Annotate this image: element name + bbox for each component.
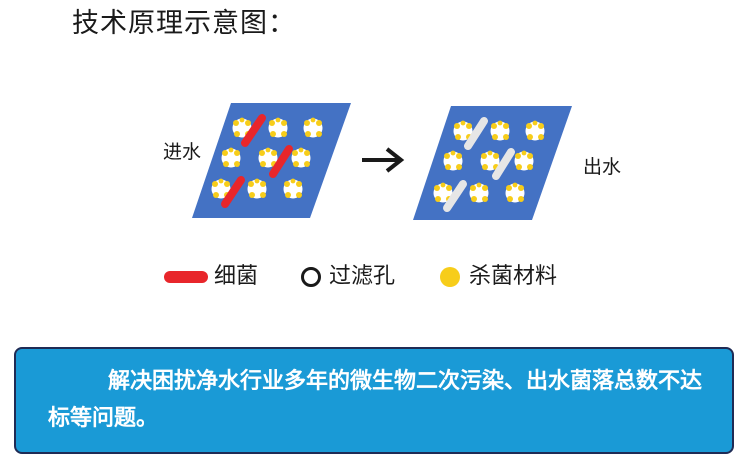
red-capsule-icon: [164, 271, 208, 283]
bacteria: [241, 114, 266, 147]
dead-bacteria: [464, 117, 488, 150]
legend-item-bacteria: 细菌: [164, 262, 258, 292]
page-title: 技术原理示意图：: [72, 8, 296, 39]
filtration-diagram: [192, 103, 572, 220]
legend-item-filter-hole: 过滤孔: [301, 262, 395, 292]
legend-label: 细菌: [214, 264, 259, 289]
yellow-dot-icon: [440, 267, 460, 287]
legend-label: 杀菌材料: [469, 264, 558, 289]
outlet-label: 出水: [583, 156, 622, 178]
bacteria: [221, 176, 245, 208]
dead-bacteria: [492, 148, 515, 180]
callout-text: 解决困扰净水行业多年的微生物二次污染、出水菌落总数不达标等问题。: [48, 369, 703, 431]
legend-label: 过滤孔: [329, 264, 396, 289]
bacteria: [269, 145, 293, 178]
dead-bacteria: [443, 180, 467, 212]
outlet-filter-plate: [413, 106, 572, 220]
right-arrow-icon: [362, 147, 405, 173]
legend-item-material: 杀菌材料: [440, 262, 557, 292]
inlet-label: 进水: [163, 141, 202, 163]
inlet-filter-plate: [192, 103, 351, 218]
callout-box: 解决困扰净水行业多年的微生物二次污染、出水菌落总数不达标等问题。: [14, 347, 734, 454]
open-circle-icon: [301, 267, 321, 287]
